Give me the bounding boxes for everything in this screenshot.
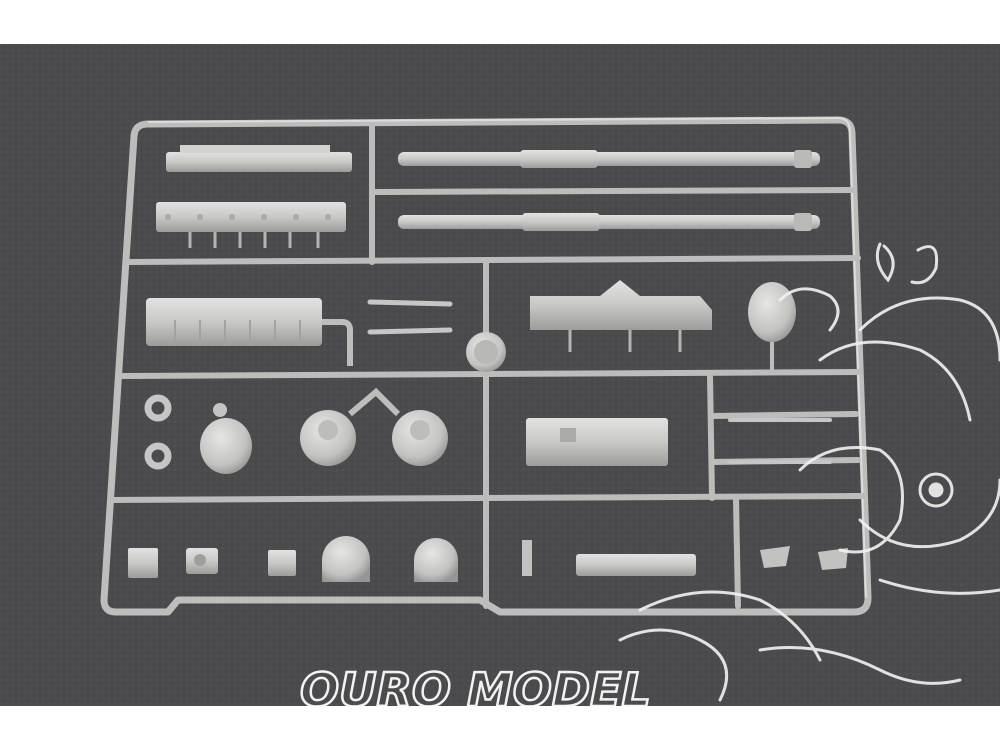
small-pin-part xyxy=(522,540,532,576)
watermark-wordmark: OURO MODEL xyxy=(300,663,651,706)
sprue-photo-svg: OURO MODEL xyxy=(0,44,1000,706)
cupola-dome-center xyxy=(300,410,356,466)
sprue-frame-highlight xyxy=(147,116,867,599)
dome-part-4 xyxy=(322,536,370,582)
small-fittings xyxy=(760,546,848,570)
small-rods xyxy=(367,299,453,335)
cupola-dome-right xyxy=(392,410,448,466)
bottom-white-band xyxy=(0,706,1000,750)
turret-bracket-part xyxy=(530,280,712,352)
dome-runner-fork xyxy=(348,387,401,417)
box-part-3 xyxy=(268,550,296,576)
sprue-hub xyxy=(466,332,506,372)
sprue-runners xyxy=(107,123,867,609)
tow-cables xyxy=(728,418,832,464)
bolted-panel-part xyxy=(156,202,346,248)
long-bracket-part xyxy=(576,554,696,576)
periscope-rings xyxy=(144,394,172,470)
engine-deck-part xyxy=(146,298,353,366)
dome-part-5 xyxy=(414,538,458,582)
watermark-mascot xyxy=(618,242,1000,702)
product-photo: OURO MODEL xyxy=(0,44,1000,706)
gun-barrel-lower xyxy=(398,213,820,231)
top-white-band xyxy=(0,0,1000,44)
gun-barrel-upper xyxy=(398,150,820,168)
hull-rail-part xyxy=(166,145,352,172)
bracket-part-2 xyxy=(186,548,218,574)
armor-plate-part xyxy=(526,418,668,466)
sprue-frame xyxy=(100,116,872,616)
hatch-dome-left xyxy=(200,403,252,474)
box-part-1 xyxy=(128,548,158,578)
